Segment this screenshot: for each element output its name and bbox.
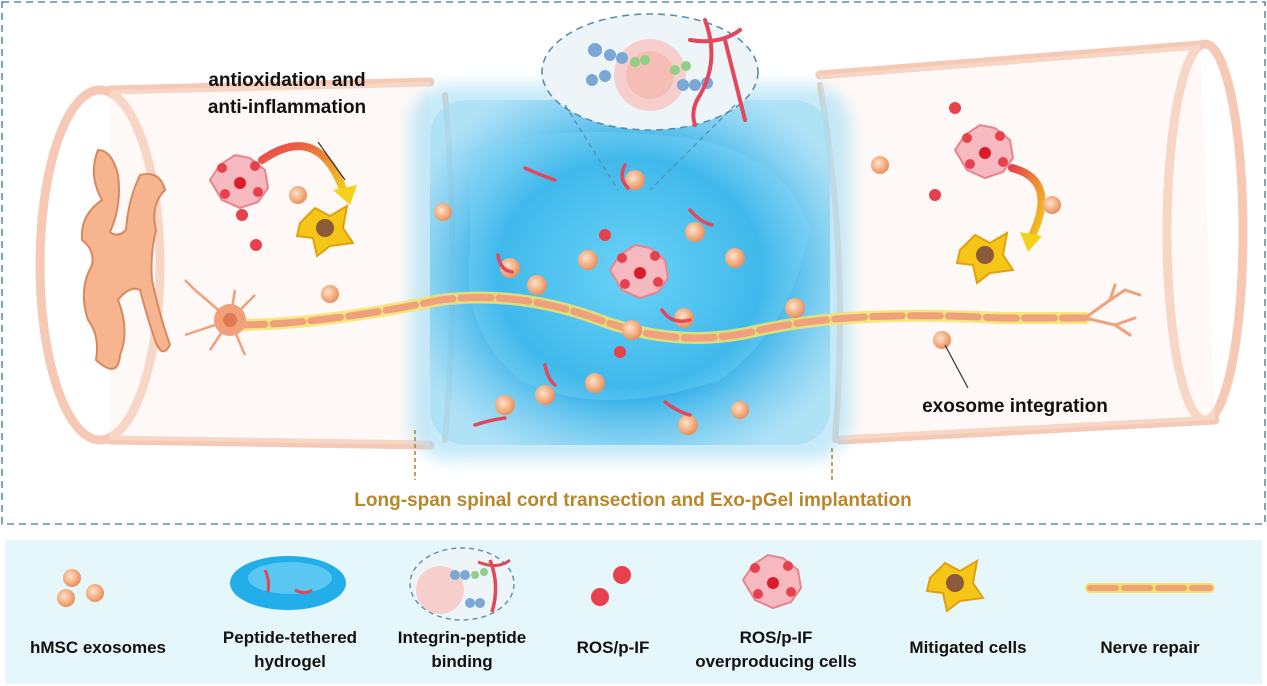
ros-overproducing-cell <box>953 123 1015 180</box>
ros-overproducing-cell <box>208 153 270 210</box>
legend-label-hydrogel-line1: Peptide-tethered <box>223 628 357 647</box>
integrin-binding-inset <box>541 13 759 191</box>
legend-label-mitigated: Mitigated cells <box>909 638 1026 657</box>
spinal-cord-left-fill <box>110 82 430 445</box>
gray-matter-icon <box>80 148 172 370</box>
legend-label-integrin-line2: binding <box>431 652 492 671</box>
legend-label-ros: ROS/p-IF <box>577 638 650 657</box>
exosome-pointer-line <box>944 344 969 389</box>
top-panel-frame <box>1 1 1266 525</box>
legend-ros-cell-icon <box>741 553 803 610</box>
spinal-cord-right-fill <box>820 45 1215 440</box>
arrowhead-left-icon <box>333 185 357 205</box>
neuron-icon <box>184 279 256 356</box>
diagram-caption: Long-span spinal cord transection and Ex… <box>354 490 911 511</box>
legend-mitigated-cell-icon <box>925 559 985 613</box>
legend-panel <box>5 540 1262 684</box>
annotation-exosome-integration: exosome integration <box>922 396 1108 417</box>
legend-hydrogel-icon <box>230 556 346 610</box>
exosome-particles <box>289 156 1061 435</box>
mitigation-arrow-left <box>258 142 349 199</box>
axon-terminal-icon <box>1083 283 1142 337</box>
legend-label-hydrogel-line2: hydrogel <box>254 652 326 671</box>
legend-label-ros-cells-line1: ROS/p-IF <box>740 628 813 647</box>
legend-label-integrin-line1: Integrin-peptide <box>398 628 526 647</box>
legend-label-ros-cells-line2: overproducing cells <box>695 652 857 671</box>
mitigation-arrow-right <box>1008 164 1046 244</box>
antiox-pointer-line <box>317 141 346 181</box>
annotation-antiox-line2: anti-inflammation <box>208 97 366 118</box>
annotation-antiox-line1: antioxidation and <box>208 70 365 91</box>
ros-overproducing-cell <box>608 243 670 300</box>
legend-label-hmsc-exosomes: hMSC exosomes <box>30 638 166 657</box>
ros-particles <box>236 102 961 358</box>
arrowhead-right-icon <box>1020 232 1042 252</box>
legend-ros-icon <box>591 566 631 606</box>
legend-label-nerve-repair: Nerve repair <box>1100 638 1200 657</box>
peptide-tethers <box>473 163 714 427</box>
mitigated-cell <box>295 204 355 258</box>
legend-integrin-binding-icon <box>409 547 515 621</box>
mitigated-cell <box>955 231 1015 285</box>
legend-exosome-icon <box>57 569 104 607</box>
nerve-fiber <box>229 291 1091 344</box>
